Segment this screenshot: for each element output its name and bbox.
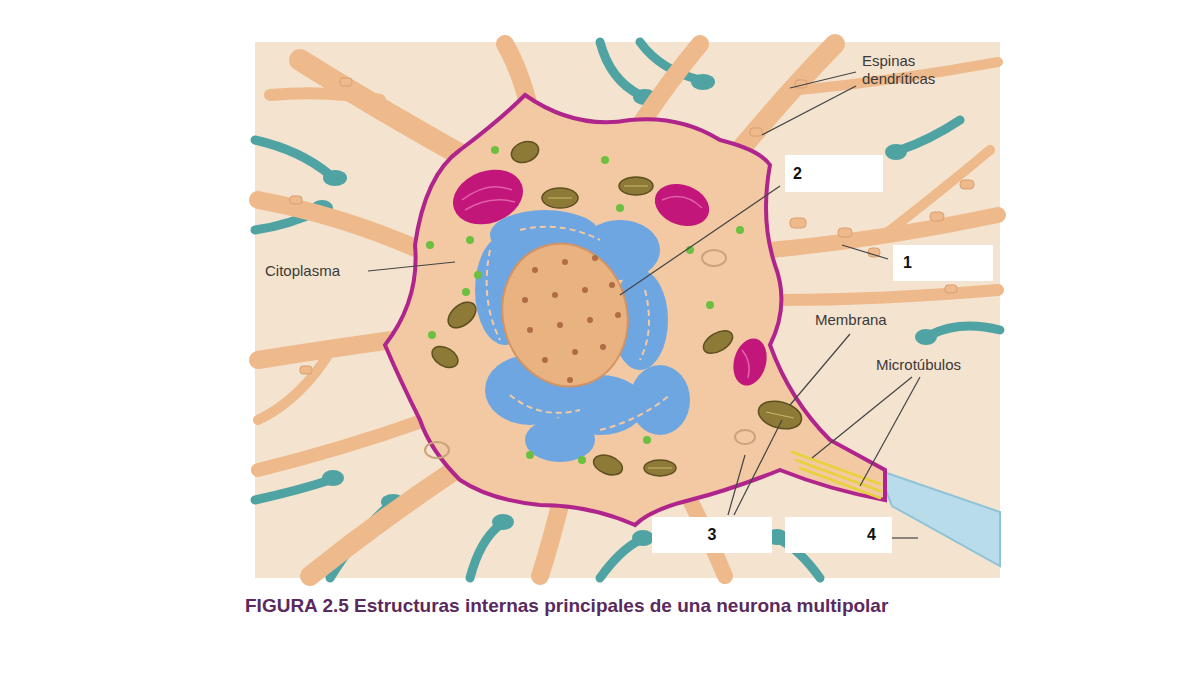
nuclear-pores bbox=[522, 255, 621, 383]
answer-box: 3 bbox=[652, 517, 772, 553]
microtubules bbox=[792, 452, 880, 498]
callout-number: 1 bbox=[903, 254, 912, 272]
myelin-sheath bbox=[878, 470, 1000, 566]
er-texture bbox=[487, 227, 670, 430]
neighbour-dendrites bbox=[255, 42, 1000, 578]
synaptic-terminals bbox=[311, 74, 937, 546]
nucleus bbox=[486, 229, 643, 400]
vesicles bbox=[426, 146, 744, 464]
callout-number: 2 bbox=[793, 165, 802, 183]
endoplasmic-reticulum bbox=[475, 210, 690, 462]
structure-label: Citoplasma bbox=[265, 262, 340, 280]
callout-number: 3 bbox=[708, 526, 717, 544]
golgi-apparatus bbox=[445, 160, 771, 389]
answer-box: 1 bbox=[893, 245, 993, 281]
structure-label: Membrana bbox=[815, 311, 887, 329]
answer-box: 4 bbox=[785, 517, 892, 553]
answer-box: 2 bbox=[785, 155, 883, 192]
callout-number: 4 bbox=[867, 526, 876, 544]
mitochondria bbox=[428, 138, 804, 479]
golgi-texture bbox=[462, 187, 749, 378]
background bbox=[255, 42, 1000, 578]
dendrites bbox=[258, 44, 998, 576]
figure-caption: FIGURA 2.5 Estructuras internas principa… bbox=[245, 595, 888, 617]
structure-label: Microtúbulos bbox=[876, 356, 961, 374]
cell-body bbox=[385, 95, 885, 525]
leader-lines bbox=[368, 72, 920, 538]
mitochondria-cristae bbox=[548, 186, 794, 468]
structure-label: Espinas dendríticas bbox=[862, 52, 972, 88]
faint-mitochondria bbox=[425, 250, 755, 458]
